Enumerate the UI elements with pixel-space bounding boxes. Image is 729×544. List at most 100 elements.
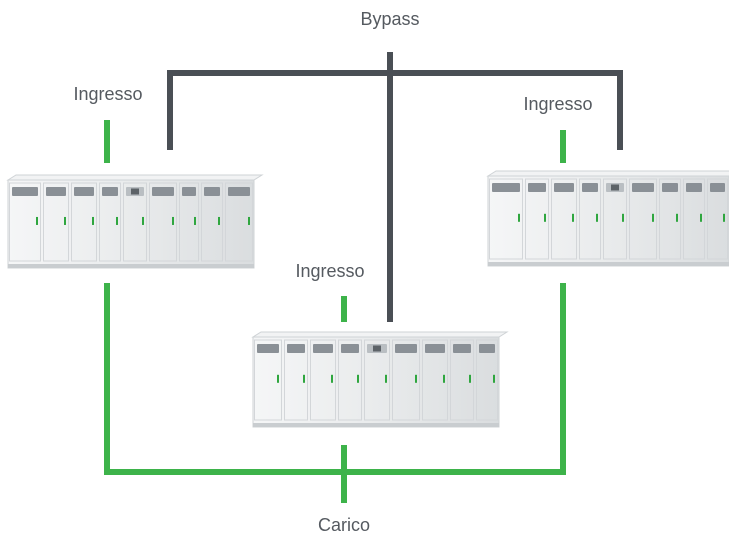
door-handle-icon <box>443 374 445 383</box>
input-label-center: Ingresso <box>295 261 364 281</box>
display-screen-icon <box>373 345 381 352</box>
module-door <box>284 339 308 421</box>
door-handle-icon <box>572 213 574 222</box>
door-handle-icon <box>194 216 196 225</box>
module-door <box>392 339 420 421</box>
module-door <box>201 182 223 262</box>
ups-cabinet-left <box>6 174 264 269</box>
door-handle-icon <box>303 374 305 383</box>
module-door <box>123 182 147 262</box>
module-door <box>629 178 657 260</box>
vent-panel <box>492 183 520 192</box>
module-door <box>489 178 523 260</box>
vent-panel <box>257 344 279 353</box>
door-handle-icon <box>652 213 654 222</box>
module-door <box>99 182 121 262</box>
module-door <box>659 178 681 260</box>
door-handle-icon <box>277 374 279 383</box>
vent-panel <box>152 187 174 196</box>
door-handle-icon <box>469 374 471 383</box>
load-bus <box>104 283 566 475</box>
vent-panel <box>425 344 445 353</box>
module-door <box>338 339 362 421</box>
door-handle-icon <box>622 213 624 222</box>
module-door <box>71 182 97 262</box>
door-handle-icon <box>64 216 66 225</box>
door-handle-icon <box>331 374 333 383</box>
door-handle-icon <box>415 374 417 383</box>
door-handle-icon <box>700 213 702 222</box>
cabinet-top <box>251 331 509 338</box>
door-handle-icon <box>676 213 678 222</box>
cabinet-base <box>253 423 499 427</box>
bypass-bus <box>167 70 623 150</box>
module-door <box>683 178 705 260</box>
module-door <box>225 182 253 262</box>
door-handle-icon <box>357 374 359 383</box>
module-door <box>179 182 199 262</box>
module-door <box>450 339 474 421</box>
vent-panel <box>632 183 654 192</box>
door-handle-icon <box>92 216 94 225</box>
door-handle-icon <box>544 213 546 222</box>
vent-panel <box>228 187 250 196</box>
door-handle-icon <box>36 216 38 225</box>
bypass-label: Bypass <box>360 9 419 29</box>
display-screen-icon <box>611 184 619 191</box>
door-handle-icon <box>172 216 174 225</box>
vent-panel <box>46 187 66 196</box>
vent-panel <box>12 187 38 196</box>
vent-panel <box>686 183 702 192</box>
module-door <box>579 178 601 260</box>
module-door <box>310 339 336 421</box>
vent-panel <box>554 183 574 192</box>
door-handle-icon <box>142 216 144 225</box>
vent-panel <box>710 183 725 192</box>
vent-panel <box>582 183 598 192</box>
display-screen-icon <box>131 188 139 195</box>
module-door <box>551 178 577 260</box>
vent-panel <box>102 187 118 196</box>
load-label: Carico <box>318 515 370 535</box>
module-door <box>707 178 728 260</box>
vent-panel <box>287 344 305 353</box>
cabinet-base <box>488 262 729 266</box>
input-lines <box>104 120 566 503</box>
vent-panel <box>528 183 546 192</box>
door-handle-icon <box>723 213 725 222</box>
vent-panel <box>182 187 196 196</box>
door-handle-icon <box>116 216 118 225</box>
cabinet-top <box>6 174 264 181</box>
bypass-lines <box>167 52 623 322</box>
vent-panel <box>313 344 333 353</box>
vent-panel <box>341 344 359 353</box>
vent-panel <box>74 187 94 196</box>
module-door <box>9 182 41 262</box>
module-door <box>422 339 448 421</box>
module-door <box>149 182 177 262</box>
module-door <box>43 182 69 262</box>
module-door <box>603 178 627 260</box>
door-handle-icon <box>218 216 220 225</box>
door-handle-icon <box>518 213 520 222</box>
vent-panel <box>395 344 417 353</box>
vent-panel <box>453 344 471 353</box>
door-handle-icon <box>248 216 250 225</box>
cabinet-base <box>8 264 254 268</box>
module-door <box>525 178 549 260</box>
module-door <box>476 339 498 421</box>
vent-panel <box>479 344 495 353</box>
door-handle-icon <box>493 374 495 383</box>
vent-panel <box>662 183 678 192</box>
module-door <box>254 339 282 421</box>
ups-cabinet-right <box>486 170 729 267</box>
cabinet-top <box>486 170 729 177</box>
ups-cabinet-center <box>251 331 509 428</box>
input-label-left: Ingresso <box>73 84 142 104</box>
module-door <box>364 339 390 421</box>
door-handle-icon <box>596 213 598 222</box>
vent-panel <box>204 187 220 196</box>
door-handle-icon <box>385 374 387 383</box>
input-label-right: Ingresso <box>523 94 592 114</box>
